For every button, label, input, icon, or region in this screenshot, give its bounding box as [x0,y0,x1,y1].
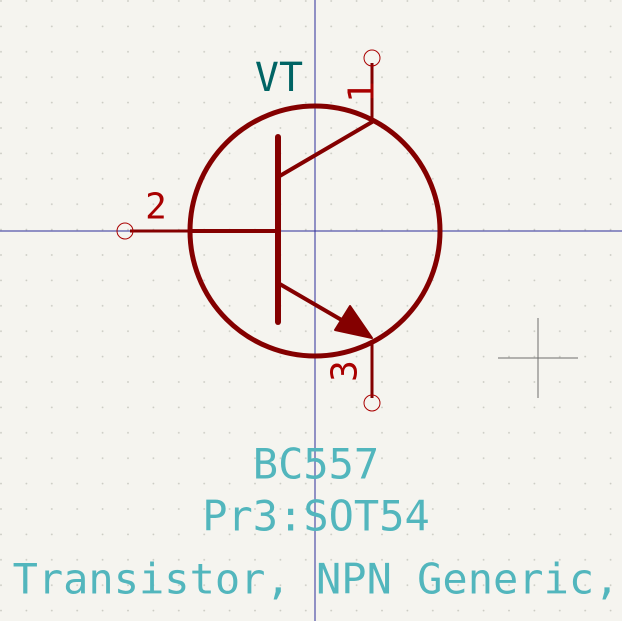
pin-2-number: 2 [145,187,167,228]
emitter-arrow-icon [334,305,373,339]
pin-3-connection-point-icon[interactable] [363,394,381,412]
pin-1-connection-point-icon[interactable] [363,49,381,67]
description-field[interactable]: Transistor, NPN Generic, [13,555,620,604]
emitter-diagonal [276,281,347,324]
collector-diagonal [276,120,374,179]
footprint-field[interactable]: Pr3:SOT54 [202,492,430,541]
pin-3-emitter[interactable]: 3 [325,340,381,412]
transistor-symbol[interactable] [187,103,443,359]
pin-3-number: 3 [325,360,366,382]
reference-designator[interactable]: VT [255,55,303,101]
crosshair-cursor-icon [498,318,578,398]
pin-2-base[interactable]: 2 [116,187,190,240]
pin-1-number: 1 [342,81,383,103]
pin-1-collector[interactable]: 1 [342,49,383,122]
pin-2-connection-point-icon[interactable] [116,222,134,240]
value-field[interactable]: BC557 [253,440,379,489]
